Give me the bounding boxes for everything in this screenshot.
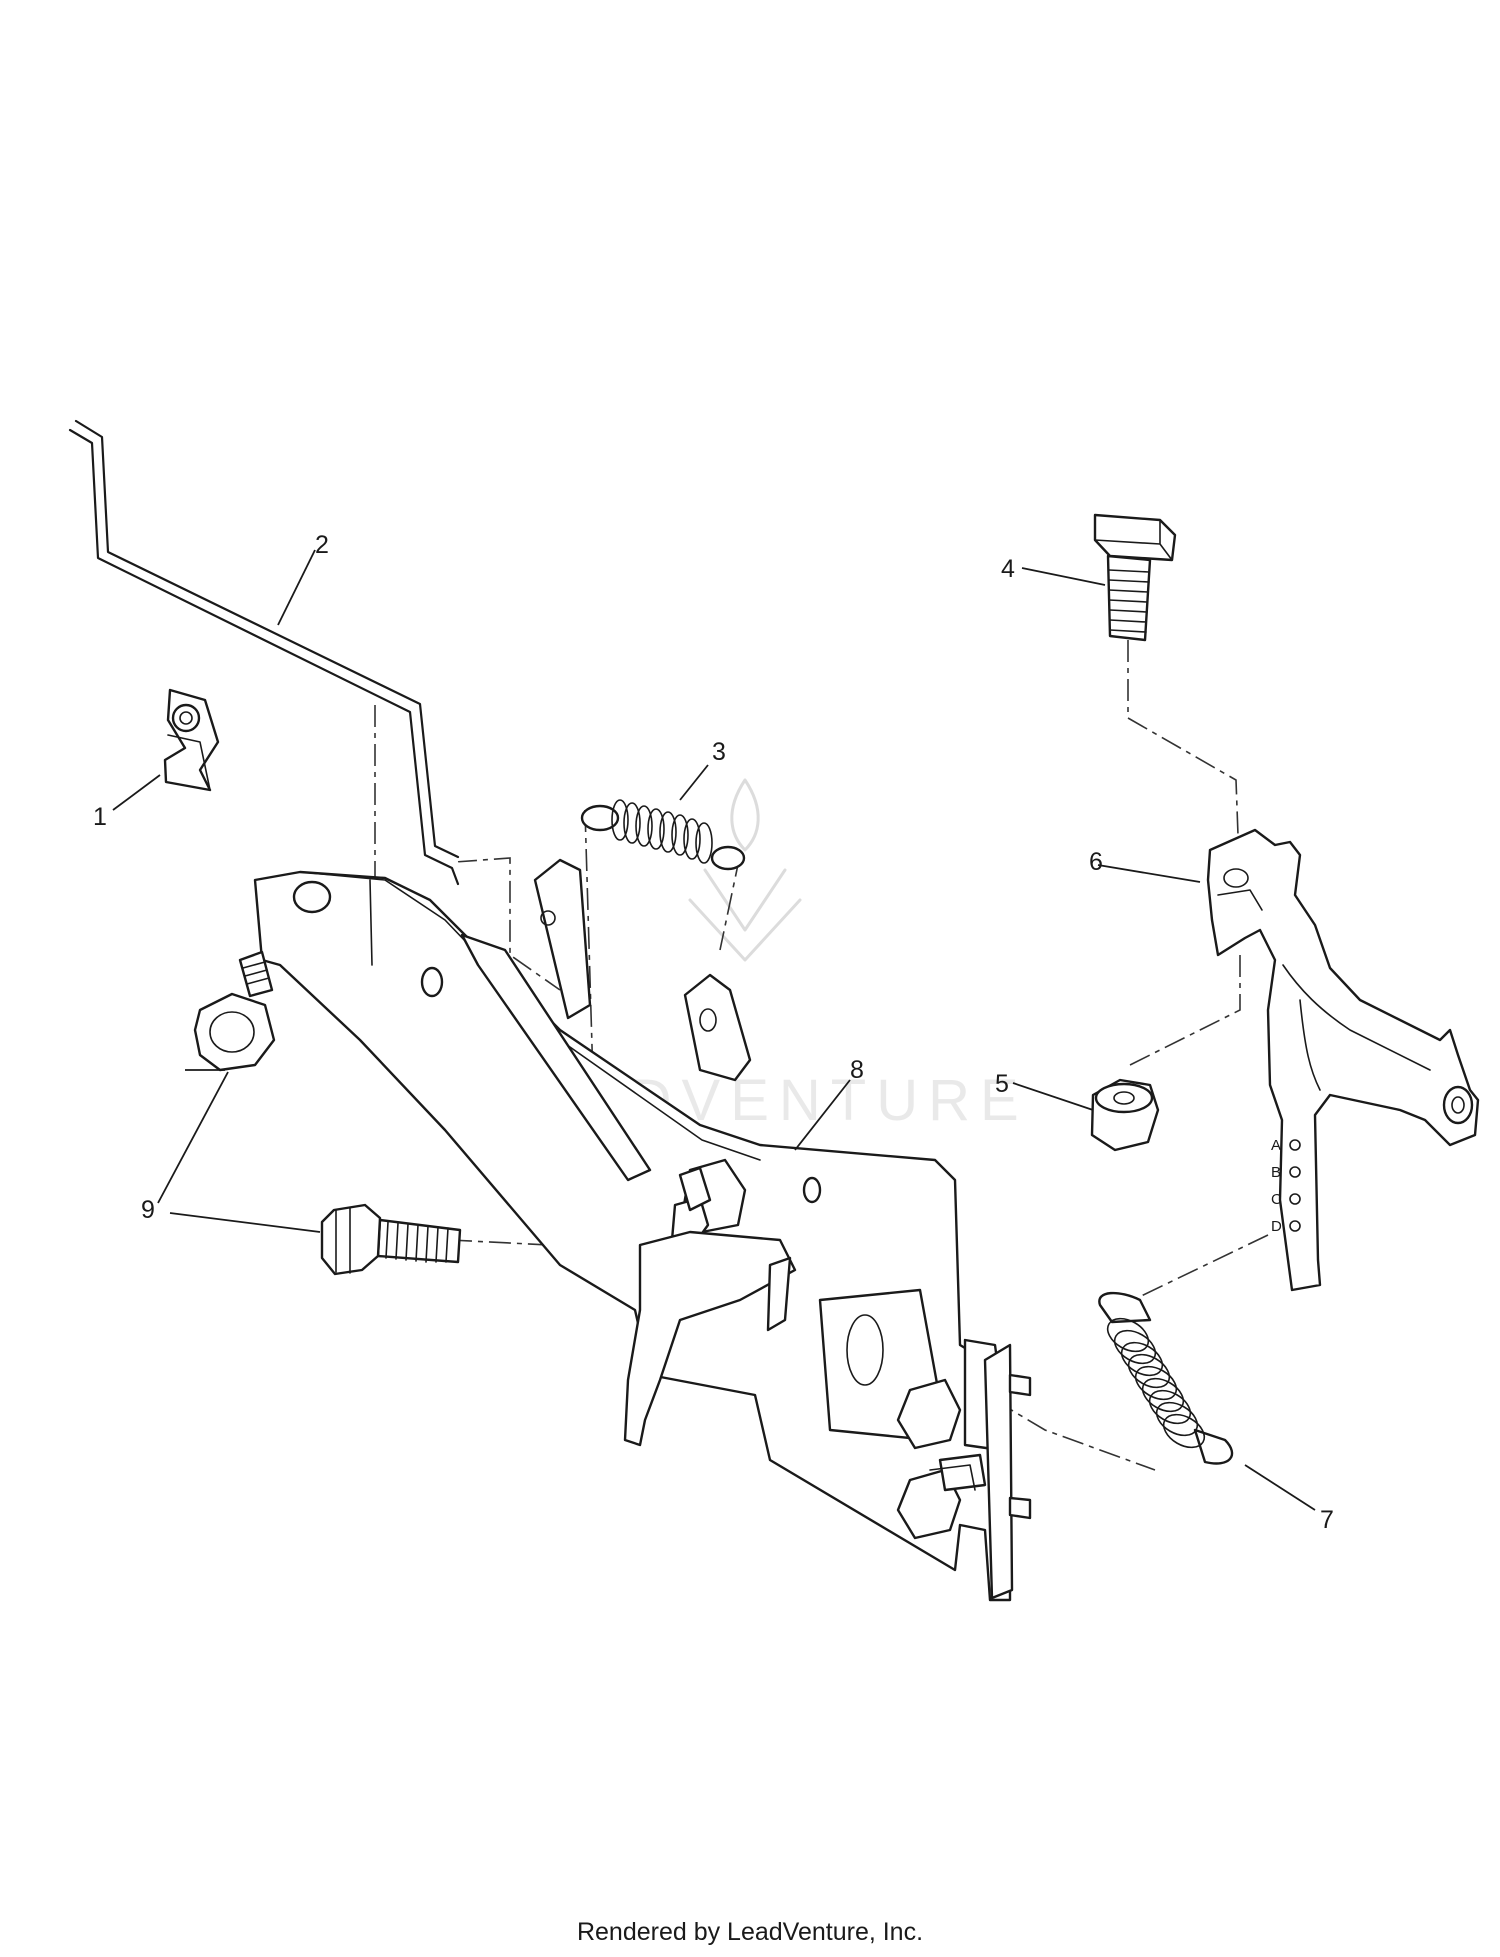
callout-7: 7 <box>1320 1506 1334 1534</box>
speed-lever-spring <box>1098 1291 1234 1465</box>
governor-spring <box>580 799 746 871</box>
callout-6: 6 <box>1089 848 1103 876</box>
hole-label-b: B <box>1271 1164 1281 1181</box>
callout-9: 9 <box>141 1196 155 1224</box>
callout-5: 5 <box>995 1070 1009 1098</box>
callout-4: 4 <box>1001 555 1015 583</box>
hole-label-d: D <box>1271 1218 1282 1235</box>
hole-label-c: C <box>1271 1191 1282 1208</box>
rod-clip <box>163 688 220 792</box>
leader-lines <box>112 549 1316 1511</box>
callout-3: 3 <box>712 738 726 766</box>
callout-8: 8 <box>850 1056 864 1084</box>
t-bolt <box>1093 513 1177 642</box>
throttle-rod <box>68 419 465 886</box>
callout-labels: 1 2 3 4 5 6 7 8 9 <box>93 531 1334 1534</box>
flange-nut <box>1090 1078 1160 1152</box>
control-bracket-assembly <box>253 858 1032 1602</box>
callout-1: 1 <box>93 803 107 831</box>
flange-bolt-upper <box>193 950 276 1072</box>
callout-2: 2 <box>315 531 329 559</box>
speed-control-lever: A B C D <box>1206 828 1480 1292</box>
hole-label-a: A <box>1271 1137 1281 1154</box>
flange-bolt-lower <box>320 1203 462 1276</box>
hex-nut-bracket <box>678 1166 712 1212</box>
render-credit: Rendered by LeadVenture, Inc. <box>576 1918 924 1946</box>
